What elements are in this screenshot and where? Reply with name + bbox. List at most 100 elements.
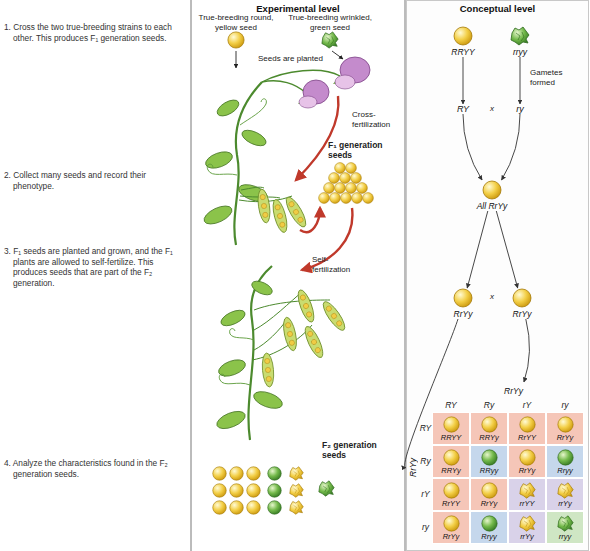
seed-shape [443,417,458,432]
genotype-label: RRYy [441,466,460,475]
punnett-square: RrYyRrYyRRYYRRYyRrYYRrYyRRYyRRyyRrYyRryy… [406,382,586,548]
step-text: 2. Collect many seeds and record their p… [4,170,185,191]
tendril [219,374,250,385]
f2-seed [230,484,244,498]
genotype-label: RRYY [441,433,462,442]
f2-seed [213,501,227,515]
seed-icon [519,449,536,466]
connector-arrow [463,114,482,180]
seed-shape [481,483,496,498]
pea-pod [256,188,272,223]
seed-node: RRYY [446,26,480,57]
pea-pod [261,353,275,388]
seed-caption: True-breeding round, yellow seed [198,13,274,32]
step-text: 3. F₁ seeds are planted and grown, and t… [4,246,185,288]
f2-seed [290,484,304,498]
seed-node: RrYy [446,288,480,319]
punnett-cell: rrYY [508,478,546,511]
column-header: Conceptual level [406,3,589,14]
genotype-label: rryy [559,532,572,541]
cross-symbol: x [484,292,500,302]
generation-caption: F₁ generation seeds [328,140,390,160]
punnett-cell: rrYy [508,511,546,544]
connector-arrow [502,114,521,180]
seed-icon [557,515,574,532]
f2-seed [290,467,304,481]
gamete-header: Ry [470,400,508,410]
planting-arrow [332,51,343,59]
tendril [240,99,266,125]
leaf [252,388,285,411]
seed-icon [453,26,473,46]
planting-arrow [236,51,237,68]
f1-seed [330,193,341,204]
genotype-label: RRYy [479,433,498,442]
seed-shape [443,483,458,498]
leaf [240,127,269,149]
f1-seed [329,173,340,184]
step-caption: Cross-fertilization [352,110,400,129]
leaf [214,408,247,432]
punnett-cell: RrYY [432,478,470,511]
f1-seed [352,193,363,204]
gamete-header: ry [546,400,584,410]
gamete-node: ry [507,104,533,114]
f2-seed [247,484,261,498]
parent-seed [322,32,338,48]
genotype-label: RrYY [518,433,536,442]
flower-petal [335,75,355,89]
parent-genotype: RrYy [504,386,523,396]
f2-seed [213,467,227,481]
seed-icon [443,482,460,499]
f1-seed [357,183,368,194]
seed-shape [513,289,531,307]
f2-seed [247,501,261,515]
seed-shape [511,27,529,45]
seed-icon [557,416,574,433]
f1-seed [363,193,374,204]
tendril [230,329,254,340]
seed-shape [519,483,534,498]
pea-pod [320,299,349,333]
connector-arrow [496,211,517,288]
parent-genotype: RrYy [408,458,418,477]
genotype-label: Rryy [481,532,496,541]
seed-icon [481,416,498,433]
step-caption: Seeds are planted [258,54,338,64]
process-arrow [300,208,320,232]
f2-seed [290,501,304,515]
genotype-label: RRyy [480,466,498,475]
gamete-node: RY [450,104,476,114]
leaf [203,149,234,172]
f1-seed [319,193,330,204]
genotype-label: rrYY [520,499,535,508]
f2-seed [268,484,282,498]
pea-pod [281,316,299,352]
pea-pod [283,195,310,230]
connector-arrow [520,57,521,104]
step-caption: Self-fertilization [312,255,360,274]
step-caption: Gametes formed [530,68,580,87]
seed-node: rryy [503,26,537,57]
flower-stalk [262,81,306,93]
connector-arrow [467,211,488,288]
seed-shape [443,516,458,531]
f1-seed [346,183,357,194]
seed-shape [557,450,572,465]
gamete-header: Ry [419,456,432,466]
punnett-cell: RRYY [432,412,470,445]
seed-shape [481,417,496,432]
seed-icon [512,288,532,308]
gamete-header: rY [419,489,432,499]
generation-caption: F₂ generation seeds [322,440,384,460]
seed-shape [454,289,472,307]
column-divider [191,0,192,551]
step-text: 4. Analyze the characteristics found in … [4,458,185,479]
f1-seed [335,183,346,194]
seed-node: All RrYy [466,180,518,211]
punnett-cell: RRYy [470,412,508,445]
leaf [201,202,234,227]
seed-shape [443,450,458,465]
punnett-cell: rryy [546,511,584,544]
